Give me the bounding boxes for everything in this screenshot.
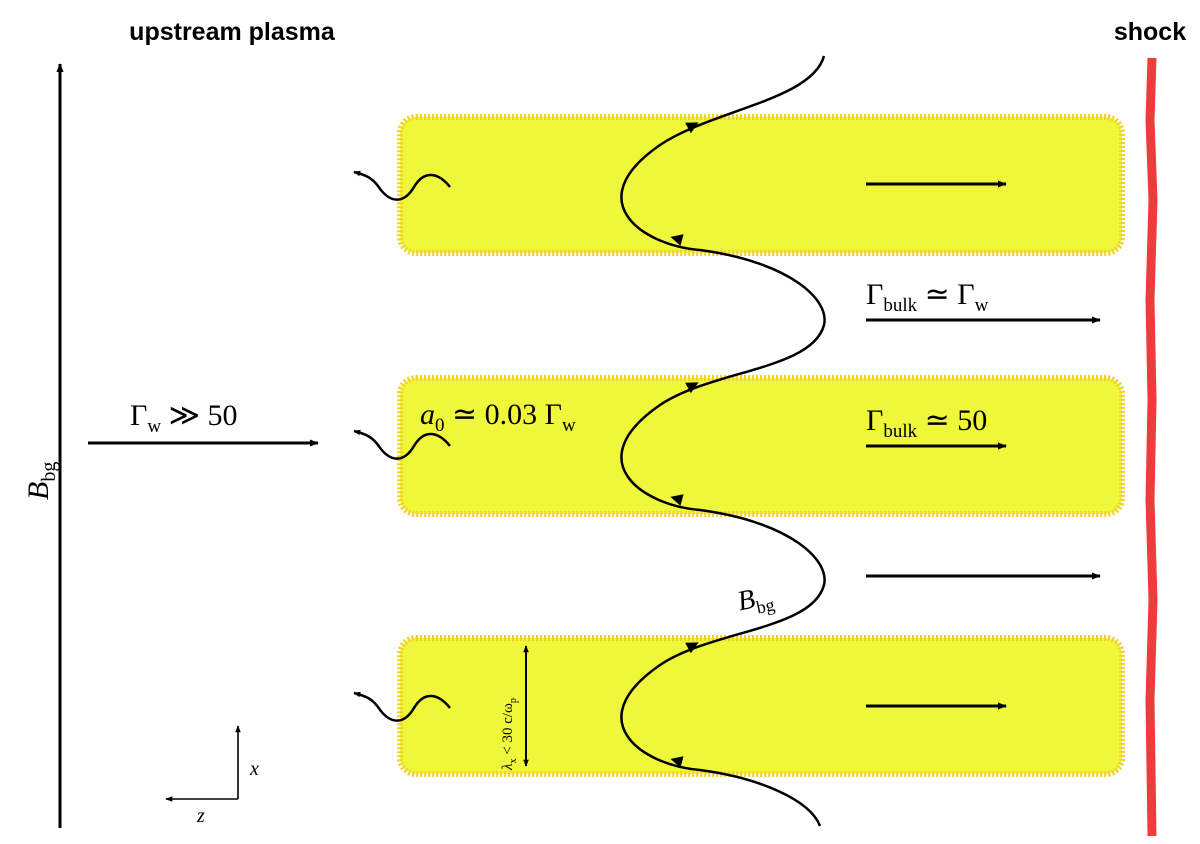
bbg-axis-label: Bbg [22,462,60,500]
axis-x-label: x [249,758,259,780]
lambda-label: λx < 30 c/ωp [500,698,519,771]
bbg-curve-label: Bbg [735,580,777,622]
axis-z-label: z [196,805,205,827]
wave-arrow-top [353,170,451,201]
bulk-lorentz-middle-label: Γbulk ≃ 50 [866,404,987,442]
wind-lorentz-label: Γw ≫ 50 [130,399,237,437]
bulk-lorentz-top-label: Γbulk ≃ Γw [866,278,989,316]
wave-arrow-bottom [353,691,451,722]
field-arrowhead-1 [685,122,699,134]
field-arrowhead-6 [670,756,684,768]
field-arrowhead-2 [670,234,684,246]
field-arrowhead-4 [670,494,684,506]
shock-front [1145,57,1158,837]
filament-bottom [397,635,1125,777]
bbg-field-line [620,55,826,827]
a0-label: a0 ≃ 0.03 Γw [420,398,576,436]
filament-top [397,114,1125,256]
filament-middle [397,375,1125,517]
upstream-plasma-label: upstream plasma [129,18,336,46]
field-arrowhead-5 [685,642,699,654]
field-arrowhead-3 [685,382,699,394]
wave-arrow-middle [353,429,451,460]
shock-label: shock [1114,18,1186,46]
